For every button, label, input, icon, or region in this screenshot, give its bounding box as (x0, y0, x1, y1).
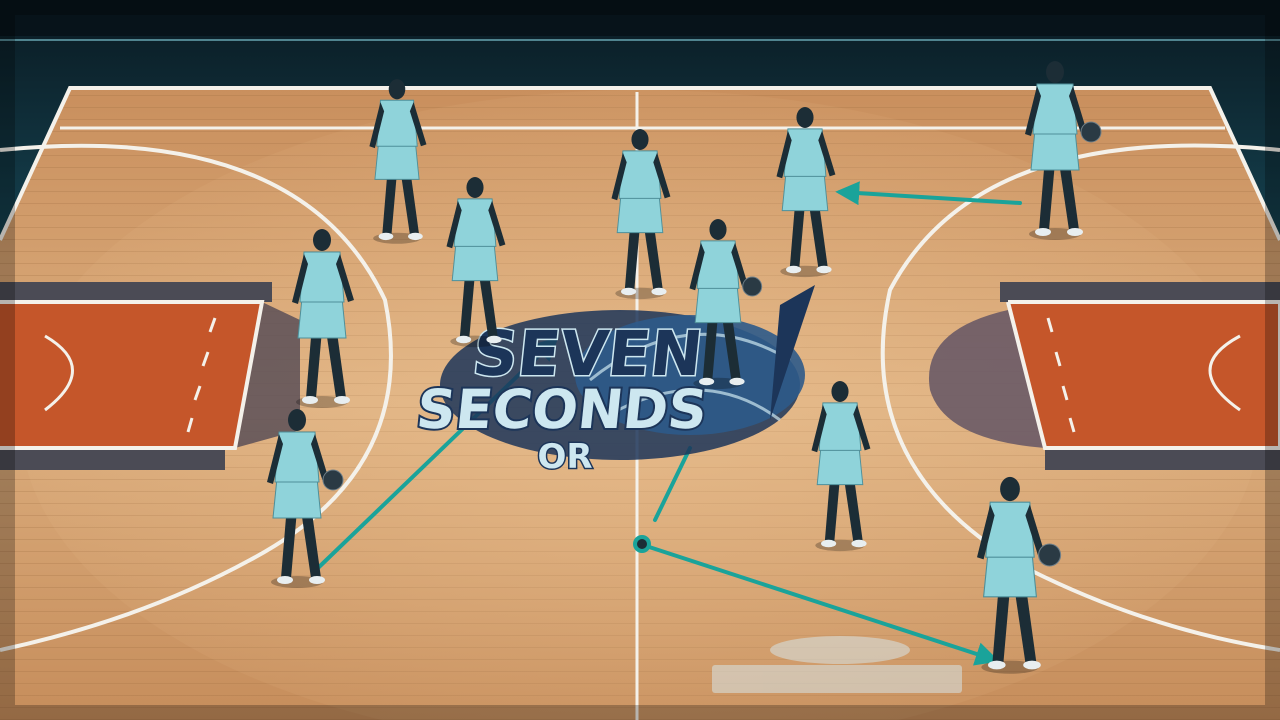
player-p8 (1025, 61, 1102, 240)
logo-line-1: SEVEN (469, 317, 706, 390)
cut-arrow-1 (653, 446, 692, 522)
basketball-icon (1038, 543, 1062, 567)
pass-arrow-2 (835, 181, 1022, 206)
logo-line-3: OR (537, 437, 592, 477)
player-p2 (267, 409, 344, 588)
top-shadow (0, 0, 1280, 36)
player-p10 (977, 476, 1062, 674)
player-p9 (811, 381, 871, 552)
players (267, 61, 1102, 674)
player-p6 (689, 219, 763, 390)
basketball-icon (1080, 121, 1102, 143)
cut-arrow-2 (638, 542, 1000, 666)
logo-line-2: SECONDS (414, 378, 711, 441)
right-paint-area (928, 282, 1280, 470)
basketball-icon (742, 276, 763, 297)
center-logo (440, 285, 815, 460)
player-p1 (369, 79, 427, 244)
player-p4 (446, 177, 506, 348)
left-paint-area (0, 282, 300, 470)
logo-text: SEVEN SECONDS OR (412, 316, 713, 479)
player-p7 (776, 107, 836, 278)
player-p3 (292, 229, 354, 408)
basketball-icon (322, 469, 344, 491)
bottom-decorative-mark (712, 636, 962, 693)
screen-marker (633, 535, 651, 553)
player-p5 (611, 129, 671, 300)
